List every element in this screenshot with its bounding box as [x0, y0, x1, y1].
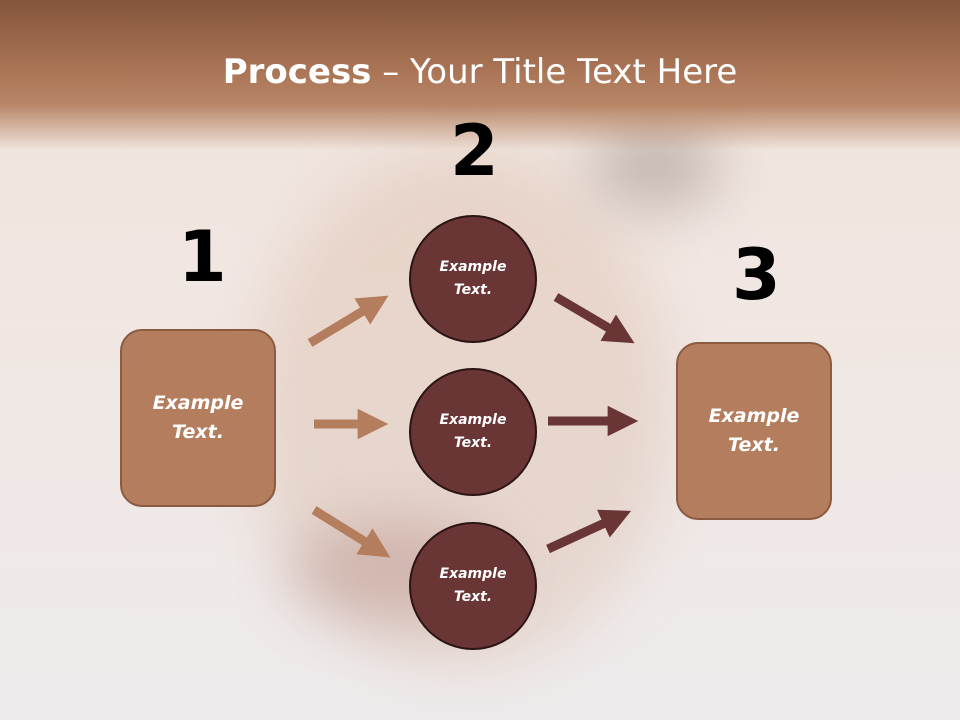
step-3-text-line2: Text. — [728, 434, 780, 456]
step-3-text-line1: Example — [708, 405, 800, 427]
step-1-box: Example Text. — [120, 329, 276, 507]
arrow-1-to-top — [307, 295, 389, 347]
circle-text-line1: Example — [439, 566, 507, 582]
slide-title: Process – Your Title Text Here — [0, 52, 960, 92]
circle-text-line2: Text. — [453, 589, 493, 605]
circle-text-line1: Example — [439, 259, 507, 275]
title-bold: Process — [222, 52, 372, 92]
circle-text-line2: Text. — [453, 282, 493, 298]
step-2-circle-bottom: Example Text. — [409, 522, 537, 650]
step-1-text-line2: Text. — [172, 421, 224, 443]
circle-text-line2: Text. — [453, 435, 493, 451]
circle-text-line1: Example — [439, 412, 507, 428]
arrow-top-to-3 — [553, 293, 635, 344]
step-1-text-line1: Example — [152, 392, 244, 414]
title-bar — [0, 0, 960, 150]
arrow-1-to-bottom — [311, 506, 391, 558]
step-2-circle-top: Example Text. — [409, 215, 537, 343]
step-number-3: 3 — [732, 234, 781, 316]
step-number-1: 1 — [178, 216, 227, 298]
step-number-2: 2 — [450, 110, 499, 192]
title-rest: – Your Title Text Here — [371, 52, 738, 92]
step-3-box: Example Text. — [676, 342, 832, 520]
arrow-bottom-to-3 — [546, 509, 632, 554]
step-2-circle-middle: Example Text. — [409, 368, 537, 496]
